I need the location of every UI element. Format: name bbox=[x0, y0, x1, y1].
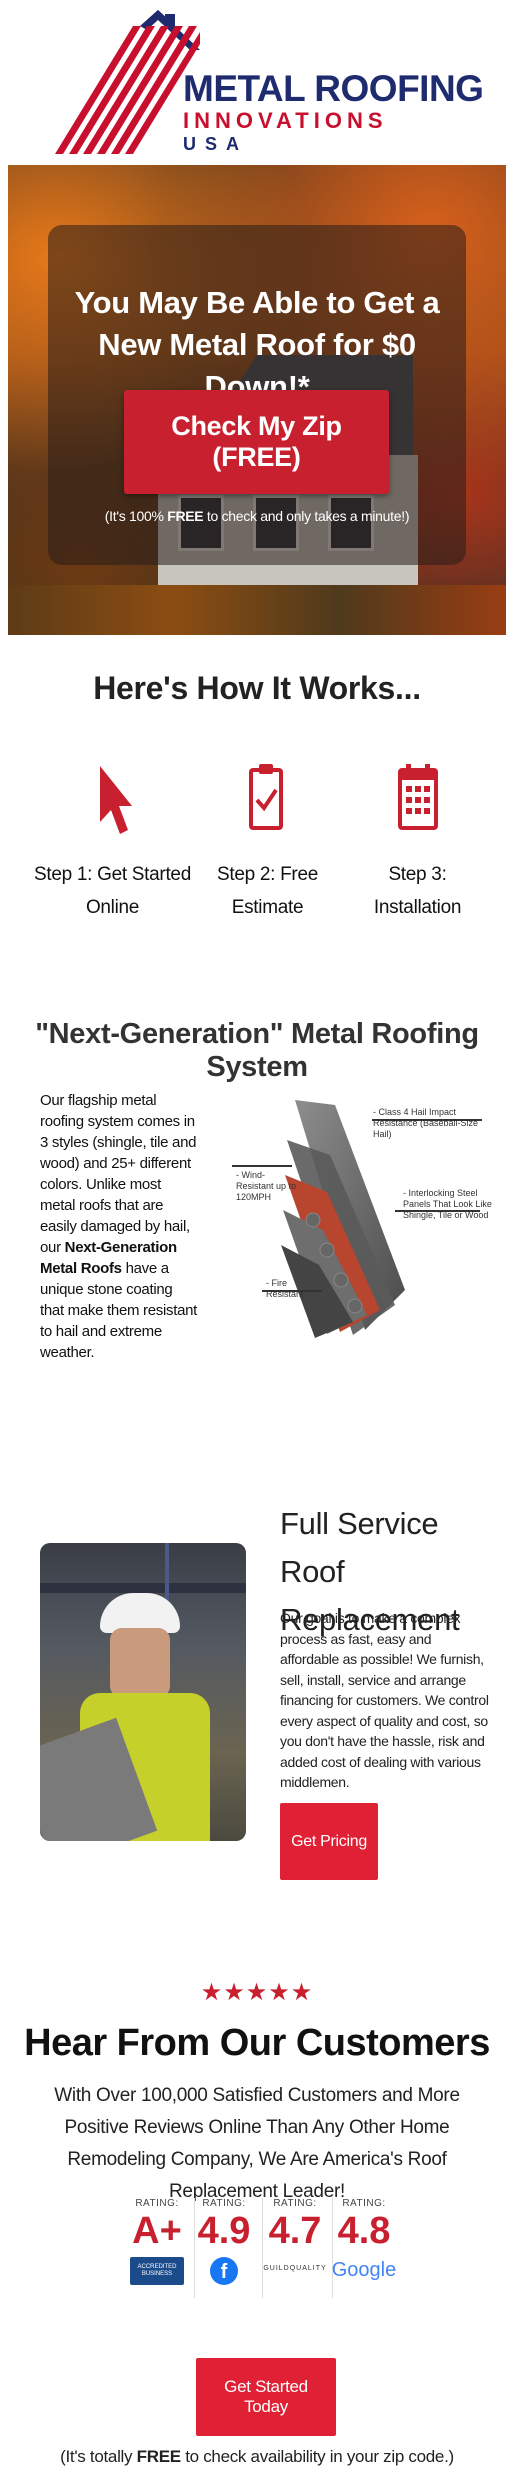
check-zip-button[interactable]: Check My Zip (FREE) bbox=[124, 390, 389, 494]
rating-divider bbox=[332, 2198, 333, 2298]
google-icon: Google bbox=[331, 2259, 397, 2281]
diagram-pointer-line bbox=[232, 1165, 292, 1167]
hero-note-bold: FREE bbox=[167, 508, 204, 524]
step-1-line-2: Online bbox=[85, 897, 140, 918]
roofing-system-text-1: Our flagship metal roofing system comes … bbox=[40, 1092, 197, 1256]
rating-divider bbox=[262, 2198, 263, 2298]
availability-note: (It's totally FREE to check availability… bbox=[0, 2447, 514, 2467]
step-3-label: Step 3: Installation bbox=[335, 858, 500, 924]
hard-hat bbox=[100, 1593, 180, 1633]
full-service-text: Our goal is to make a complex process as… bbox=[280, 1610, 489, 1790]
step-3-line-2: Installation bbox=[373, 897, 462, 918]
rating-bbb: RATING: A+ ACCREDITED BUSINESS bbox=[122, 2198, 192, 2285]
installer-face bbox=[110, 1628, 170, 1698]
step-1-line-1: Step 1: Get Started bbox=[34, 864, 191, 885]
ratings-row: RATING: A+ ACCREDITED BUSINESS RATING: 4… bbox=[122, 2198, 396, 2308]
site-header: METAL ROOFING INNOVATIONS USA bbox=[0, 0, 514, 165]
how-it-works-title: Here's How It Works... bbox=[93, 670, 421, 706]
guildquality-icon: GUILDQUALITY bbox=[263, 2265, 327, 2272]
hero-foliage bbox=[8, 585, 506, 635]
step-3-line-1: Step 3: bbox=[388, 864, 447, 885]
testimonials-subtitle: With Over 100,000 Satisfied Customers an… bbox=[54, 2085, 460, 2202]
roofing-system-text-2: have a unique stone coating that make th… bbox=[40, 1260, 198, 1361]
bbb-seal-text: ACCREDITED BUSINESS bbox=[137, 2264, 177, 2277]
hero-title: You May Be Able to Get a New Metal Roof … bbox=[74, 285, 440, 404]
rating-value: 4.9 bbox=[197, 2210, 251, 2252]
step-1-label: Step 1: Get Started Online bbox=[30, 858, 195, 924]
get-pricing-button[interactable]: Get Pricing bbox=[280, 1803, 378, 1880]
rating-label: RATING: bbox=[202, 2198, 246, 2209]
diagram-pointer-line bbox=[372, 1119, 482, 1121]
hero-note-suffix: to check and only takes a minute!) bbox=[203, 508, 410, 524]
footnote-prefix: (It's totally bbox=[60, 2447, 137, 2466]
rating-facebook: RATING: 4.9 f bbox=[189, 2198, 259, 2285]
brand-country: USA bbox=[183, 134, 249, 154]
step-2-label: Step 2: Free Estimate bbox=[185, 858, 350, 924]
rating-label: RATING: bbox=[135, 2198, 179, 2209]
rating-divider bbox=[194, 2198, 195, 2298]
diagram-label-fire: - Fire Resistant bbox=[266, 1278, 304, 1299]
get-started-button[interactable]: Get Started Today bbox=[196, 2358, 336, 2436]
rating-google: RATING: 4.8 Google bbox=[329, 2198, 399, 2282]
roof-panel-diagram bbox=[281, 1100, 405, 1338]
brand-subname: INNOVATIONS bbox=[183, 108, 388, 133]
installer-photo bbox=[40, 1543, 246, 1841]
hero-note-prefix: (It's 100% bbox=[104, 508, 168, 524]
footnote-bold: FREE bbox=[136, 2447, 181, 2466]
step-2-line-1: Step 2: Free bbox=[217, 864, 318, 885]
bbb-seal-icon: ACCREDITED BUSINESS bbox=[130, 2257, 184, 2285]
cursor-arrow-icon bbox=[100, 766, 132, 834]
roof-logo-icon bbox=[55, 10, 200, 154]
five-star-icon: ★★★★★ bbox=[200, 1979, 314, 2006]
diagram-pointer-line bbox=[395, 1210, 480, 1212]
warehouse-beam bbox=[40, 1583, 246, 1593]
roofing-system-text-bold: Next-Generation Metal Roofs bbox=[40, 1239, 177, 1277]
rating-guildquality: RATING: 4.7 GUILDQUALITY bbox=[260, 2198, 330, 2272]
hero-note: (It's 100% FREE to check and only takes … bbox=[48, 508, 466, 524]
clipboard-check-icon bbox=[249, 764, 283, 830]
facebook-icon: f bbox=[210, 2257, 238, 2285]
diagram-label-interlocking: - Interlocking Steel Panels That Look Li… bbox=[403, 1188, 492, 1220]
roofing-system-title: "Next-Generation" Metal Roofing System bbox=[35, 1018, 479, 1083]
diagram-label-class4: - Class 4 Hail Impact Resistance (Baseba… bbox=[373, 1107, 479, 1139]
rating-value: A+ bbox=[132, 2210, 182, 2252]
rating-value: 4.7 bbox=[268, 2210, 322, 2252]
step-2-line-2: Estimate bbox=[231, 897, 304, 918]
diagram-pointer-line bbox=[262, 1290, 322, 1292]
rating-label: RATING: bbox=[342, 2198, 386, 2209]
calendar-icon bbox=[398, 764, 438, 830]
hero-section: You May Be Able to Get a New Metal Roof … bbox=[8, 165, 506, 635]
testimonials-title: Hear From Our Customers bbox=[24, 2022, 490, 2064]
roofing-system-text: Our flagship metal roofing system comes … bbox=[40, 1090, 200, 1363]
rating-label: RATING: bbox=[273, 2198, 317, 2209]
footnote-suffix: to check availability in your zip code.) bbox=[180, 2447, 454, 2466]
rating-value: 4.8 bbox=[337, 2210, 391, 2252]
brand-name: METAL ROOFING bbox=[183, 68, 484, 109]
full-service-title: Full Service Roof Replacement bbox=[280, 1506, 460, 1637]
diagram-label-wind: - Wind-Resistant up to 120MPH bbox=[236, 1170, 297, 1202]
